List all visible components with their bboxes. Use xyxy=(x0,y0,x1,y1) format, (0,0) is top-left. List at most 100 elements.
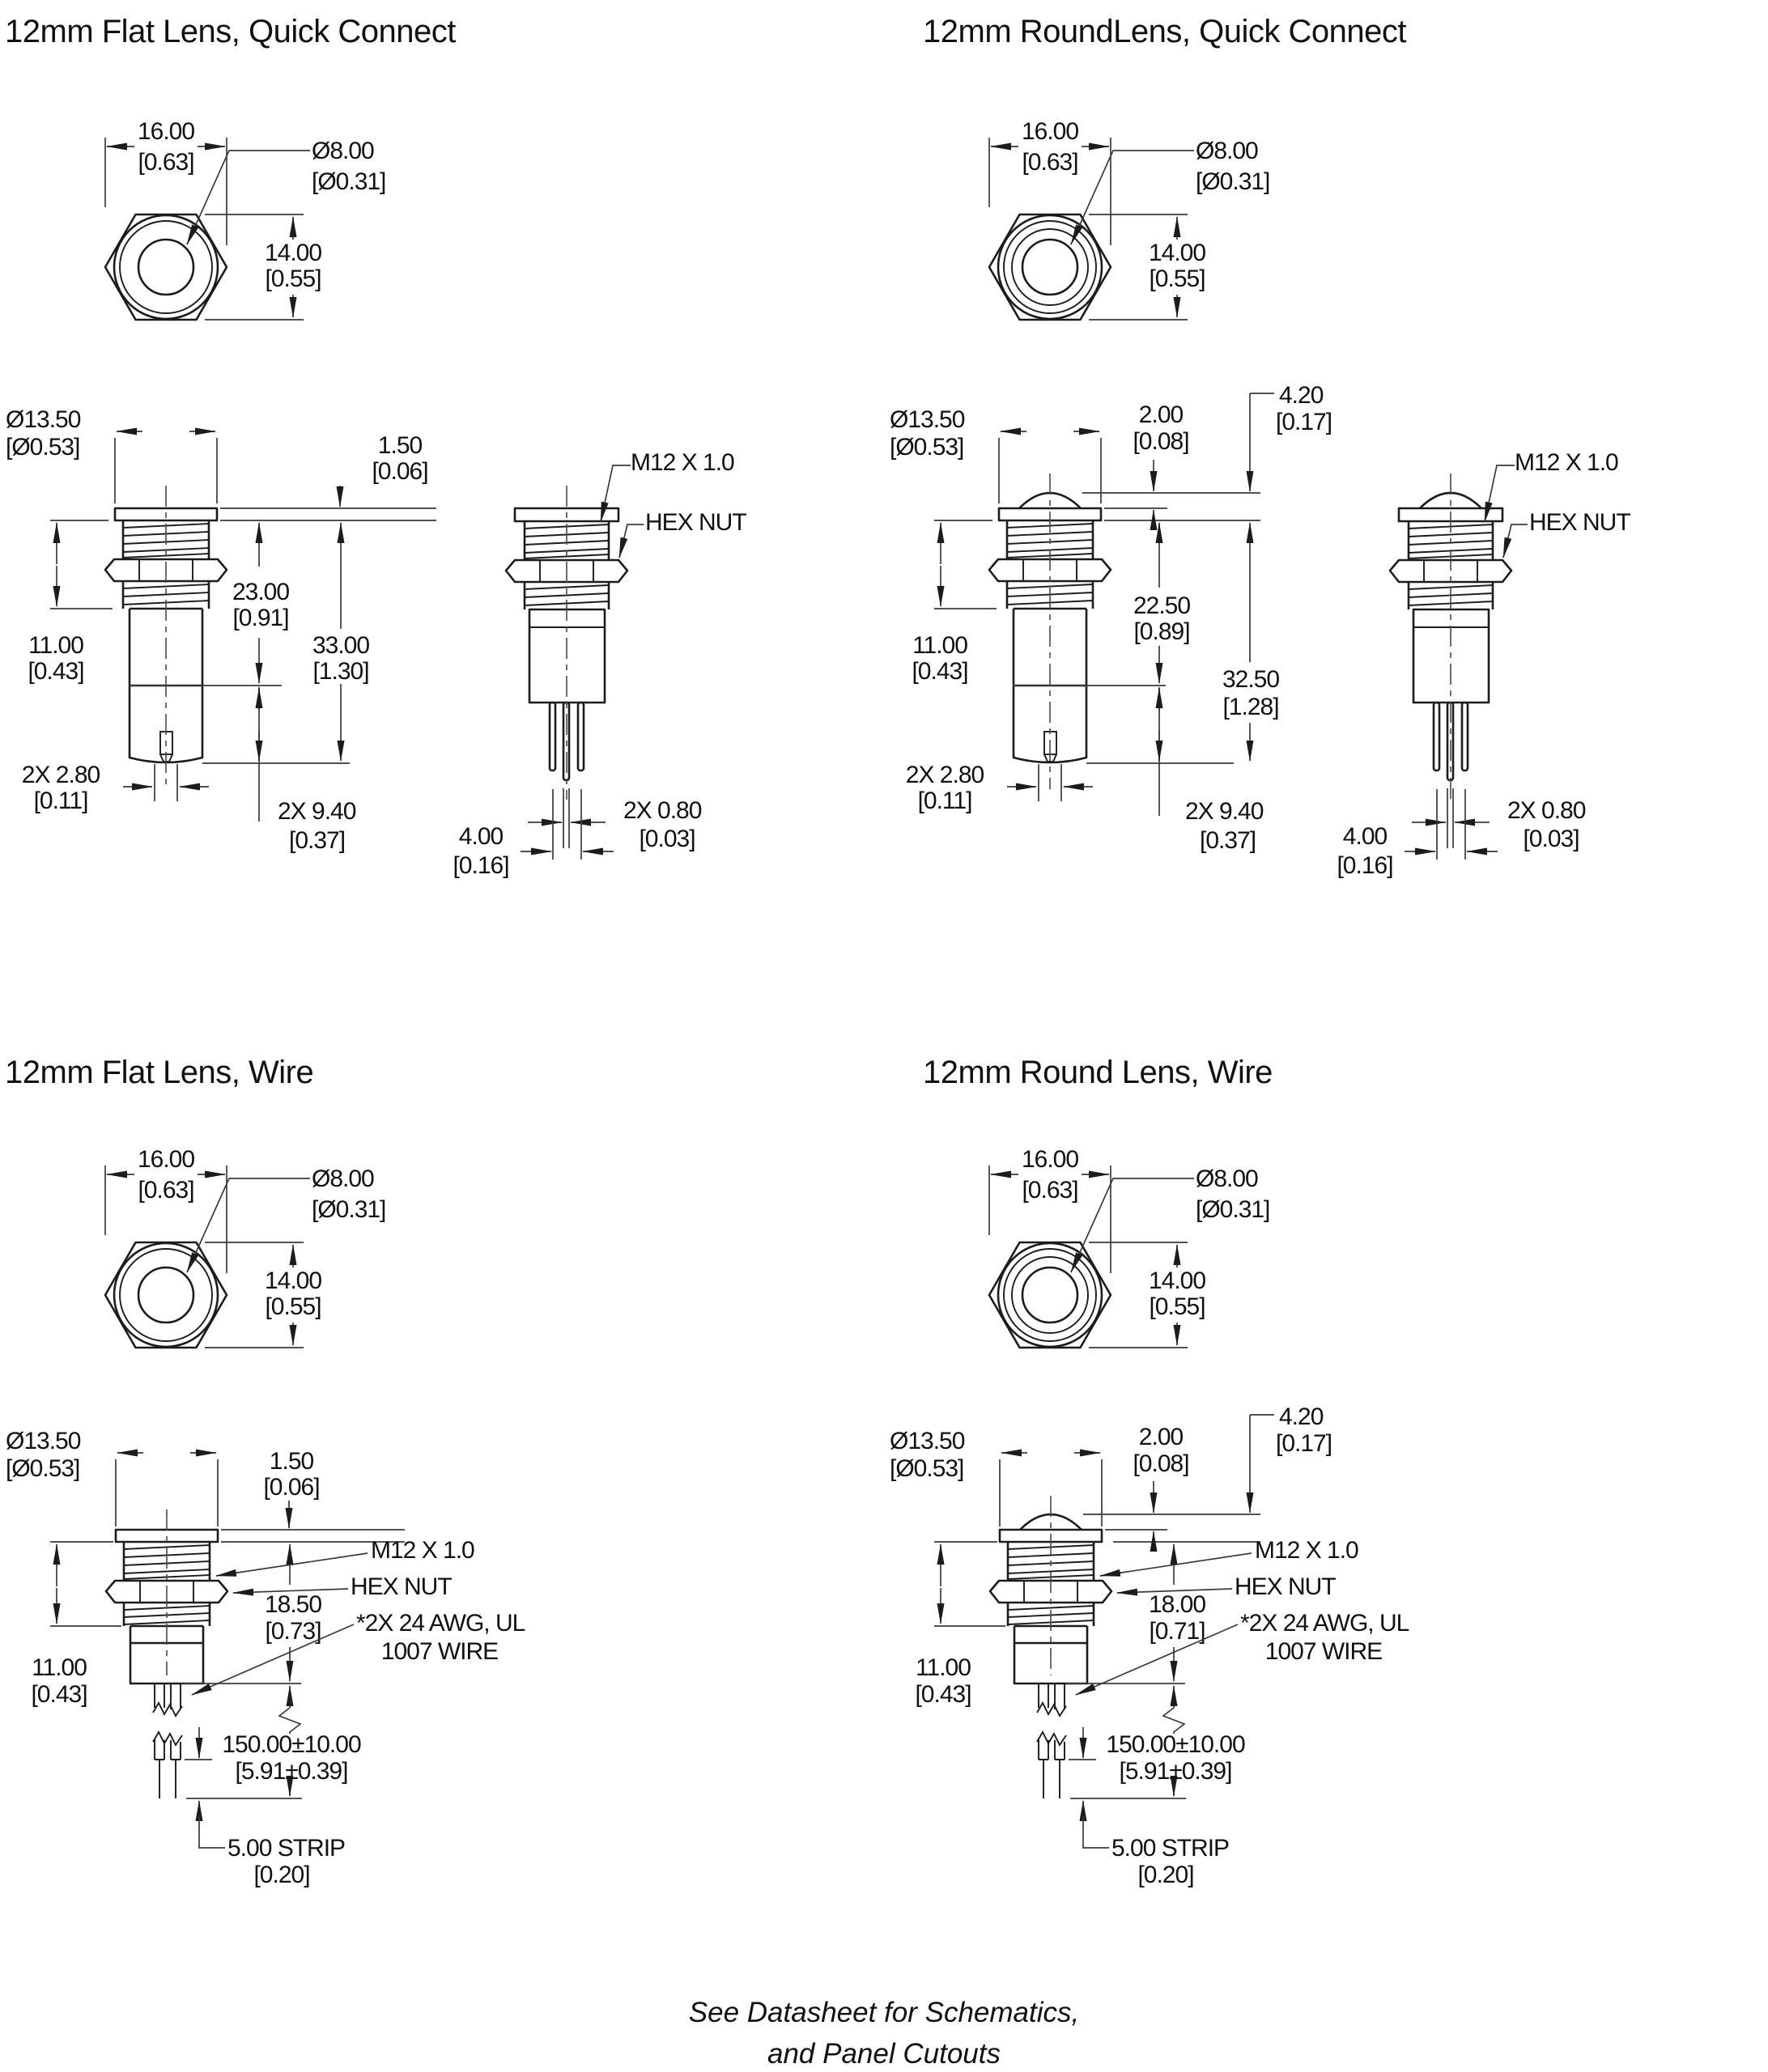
dim-wire-len-mm: 150.00±10.00 xyxy=(222,1731,361,1758)
dim-height-mm: 14.00 xyxy=(265,240,321,266)
dim-strip-mm: 5.00 STRIP xyxy=(227,1835,345,1862)
side-view: Ø13.50 [Ø0.53] 1.50 [0.06] M12 X 1.0 HEX… xyxy=(6,1428,526,1888)
dimensions: Ø13.50 [Ø0.53] 2.00 [0.08] 4.20 [0.17] 2… xyxy=(890,382,1332,854)
dimensions: 2X 0.80 [0.03] 4.00 [0.16] xyxy=(453,788,703,879)
front-view: M12 X 1.0 HEX NUT 2X 0.80 [0.03] 4.00 [0… xyxy=(453,449,747,879)
pin-right xyxy=(1460,701,1469,772)
dim-tab-len-in: [0.37] xyxy=(1200,827,1256,854)
dim-dome-total-mm: 4.20 xyxy=(1279,382,1324,409)
dimensions: 16.00 [0.63] Ø8.00 [Ø0.31] 14.00 [0.55] xyxy=(104,1146,386,1348)
dim-body-len-in: [0.73] xyxy=(265,1618,321,1645)
dim-width-in: [0.63] xyxy=(138,149,193,176)
dim-dome-height-mm: 2.00 xyxy=(1139,401,1184,428)
lens-circle xyxy=(1021,1266,1079,1324)
top-view: 16.00 [0.63] Ø8.00 [Ø0.31] 14.00 [0.55] xyxy=(104,1146,386,1349)
dimensions: 2X 0.80 [0.03] 4.00 [0.16] xyxy=(1337,788,1587,879)
lens-circle xyxy=(137,1266,195,1324)
dim-strip-mm: 5.00 STRIP xyxy=(1111,1835,1229,1862)
dim-flange-thk-in: [0.06] xyxy=(372,458,427,485)
dim-width-mm: 16.00 xyxy=(138,118,194,145)
dim-hex-len-mm: 11.00 xyxy=(916,1654,971,1681)
dim-dome-total-in: [0.17] xyxy=(1276,409,1332,435)
dim-height-in: [0.55] xyxy=(265,1293,321,1320)
hex-nut xyxy=(504,558,629,584)
dim-width-mm: 16.00 xyxy=(138,1146,194,1173)
dim-tab-len-mm: 2X 9.40 xyxy=(1185,798,1264,825)
dim-tab-width-in: [0.11] xyxy=(34,788,88,814)
dimensions: 16.00 [0.63] Ø8.00 [Ø0.31] 14.00 [0.55] xyxy=(104,118,386,321)
dim-thread-len-in: [0.89] xyxy=(1133,618,1189,645)
dim-lens-dia-mm: Ø8.00 xyxy=(1196,138,1258,164)
dim-height-mm: 14.00 xyxy=(1149,1267,1205,1294)
dim-tab-width-in: [0.11] xyxy=(918,788,972,814)
dim-pin-thk-in: [0.03] xyxy=(639,826,695,852)
dim-flange-dia-in: [Ø0.53] xyxy=(6,1455,79,1482)
dim-hex-len-mm: 11.00 xyxy=(912,632,967,659)
dim-lens-dia-mm: Ø8.00 xyxy=(312,1166,374,1192)
dim-flange-thk-in: [0.06] xyxy=(263,1474,319,1501)
drawing-title: 12mm Flat Lens, Quick Connect xyxy=(5,14,456,49)
dim-dome-total-in: [0.17] xyxy=(1276,1430,1332,1457)
dim-height-in: [0.55] xyxy=(265,265,321,292)
drawing-title: 12mm Round Lens, Wire xyxy=(923,1055,1273,1090)
dim-lens-dia-mm: Ø8.00 xyxy=(312,138,374,164)
lens-circle xyxy=(1021,238,1079,296)
dimensions: 16.00 [0.63] Ø8.00 [Ø0.31] 14.00 [0.55] xyxy=(988,118,1270,321)
side-view-section: Ø13.50 [Ø0.53] 1.50 [0.06] 23.00 [0.91] … xyxy=(6,406,436,854)
qc-tab xyxy=(154,764,178,801)
wire-spec-label-2: 1007 WIRE xyxy=(381,1638,498,1665)
hex-nut-label: HEX NUT xyxy=(1529,509,1630,536)
round-lens-wire-drawing: 12mm Round Lens, Wire 16.00 [0.63] Ø8.00… xyxy=(890,1055,1410,1888)
wires xyxy=(1036,1684,1067,1798)
dim-lens-dia-in: [Ø0.31] xyxy=(1196,1196,1269,1223)
dim-hex-len-mm: 11.00 xyxy=(28,632,83,659)
dim-height-mm: 14.00 xyxy=(1149,240,1205,266)
pin-right xyxy=(576,701,585,772)
flat-lens-quick-connect-drawing: 12mm Flat Lens, Quick Connect 16.00 [0.6… xyxy=(5,14,747,879)
top-view: 16.00 [0.63] Ø8.00 [Ø0.31] 14.00 [0.55] xyxy=(104,118,386,321)
labels: M12 X 1.0 HEX NUT xyxy=(1484,449,1631,558)
hex-nut xyxy=(1388,558,1513,584)
dim-height-in: [0.55] xyxy=(1149,1293,1205,1320)
dim-hex-len-mm: 11.00 xyxy=(32,1654,87,1681)
dim-thread-len-in: [0.91] xyxy=(232,605,288,631)
dim-dome-height-in: [0.08] xyxy=(1133,428,1188,455)
dim-flange-dia-mm: Ø13.50 xyxy=(6,1428,81,1454)
wire-spec-label-2: 1007 WIRE xyxy=(1265,1638,1382,1665)
hex-nut-label: HEX NUT xyxy=(351,1573,452,1600)
dim-wire-len-in: [5.91±0.39] xyxy=(1120,1758,1232,1785)
hex-nut xyxy=(104,1579,229,1604)
hex-nut xyxy=(988,1579,1113,1604)
dim-total-len-in: [1.30] xyxy=(312,658,368,685)
bare-conductors xyxy=(1043,1760,1060,1798)
dim-body-len-mm: 18.00 xyxy=(1149,1591,1205,1618)
pin-left xyxy=(1432,701,1441,772)
flange xyxy=(113,507,219,522)
dimensions: Ø13.50 [Ø0.53] 1.50 [0.06] 23.00 [0.91] … xyxy=(6,406,436,854)
dim-thread-len-mm: 23.00 xyxy=(232,579,289,605)
dim-strip-in: [0.20] xyxy=(1137,1862,1193,1888)
dim-strip-in: [0.20] xyxy=(253,1862,309,1888)
hex-nut xyxy=(988,558,1112,583)
footer-note-line1: See Datasheet for Schematics, xyxy=(688,1997,1080,2028)
dim-width-in: [0.63] xyxy=(138,1177,193,1204)
top-view: 16.00 [0.63] Ø8.00 [Ø0.31] 14.00 [0.55] xyxy=(988,1146,1270,1349)
dim-lens-dia-mm: Ø8.00 xyxy=(1196,1166,1258,1192)
wire-spec-label-1: *2X 24 AWG, UL xyxy=(356,1610,525,1637)
hex-bezel-outline xyxy=(104,213,228,321)
dim-lens-dia-in: [Ø0.31] xyxy=(312,168,385,195)
wire-spec-label-1: *2X 24 AWG, UL xyxy=(1240,1610,1409,1637)
hex-nut xyxy=(104,558,228,583)
thread-spec-label: M12 X 1.0 xyxy=(1515,449,1618,476)
dim-dome-height-mm: 2.00 xyxy=(1139,1424,1184,1450)
round-lens-quick-connect-drawing: 12mm RoundLens, Quick Connect 16.00 [0.6… xyxy=(890,14,1631,879)
top-view: 16.00 [0.63] Ø8.00 [Ø0.31] 14.00 [0.55] xyxy=(988,118,1270,321)
dim-dome-height-in: [0.08] xyxy=(1133,1450,1188,1477)
dim-lens-dia-in: [Ø0.31] xyxy=(1196,168,1269,195)
dim-width-in: [0.63] xyxy=(1022,149,1077,176)
dim-pin-thk-in: [0.03] xyxy=(1523,826,1579,852)
dim-width-mm: 16.00 xyxy=(1022,118,1078,145)
dim-flange-thk-mm: 1.50 xyxy=(378,432,423,459)
dim-total-len-in: [1.28] xyxy=(1222,694,1278,720)
